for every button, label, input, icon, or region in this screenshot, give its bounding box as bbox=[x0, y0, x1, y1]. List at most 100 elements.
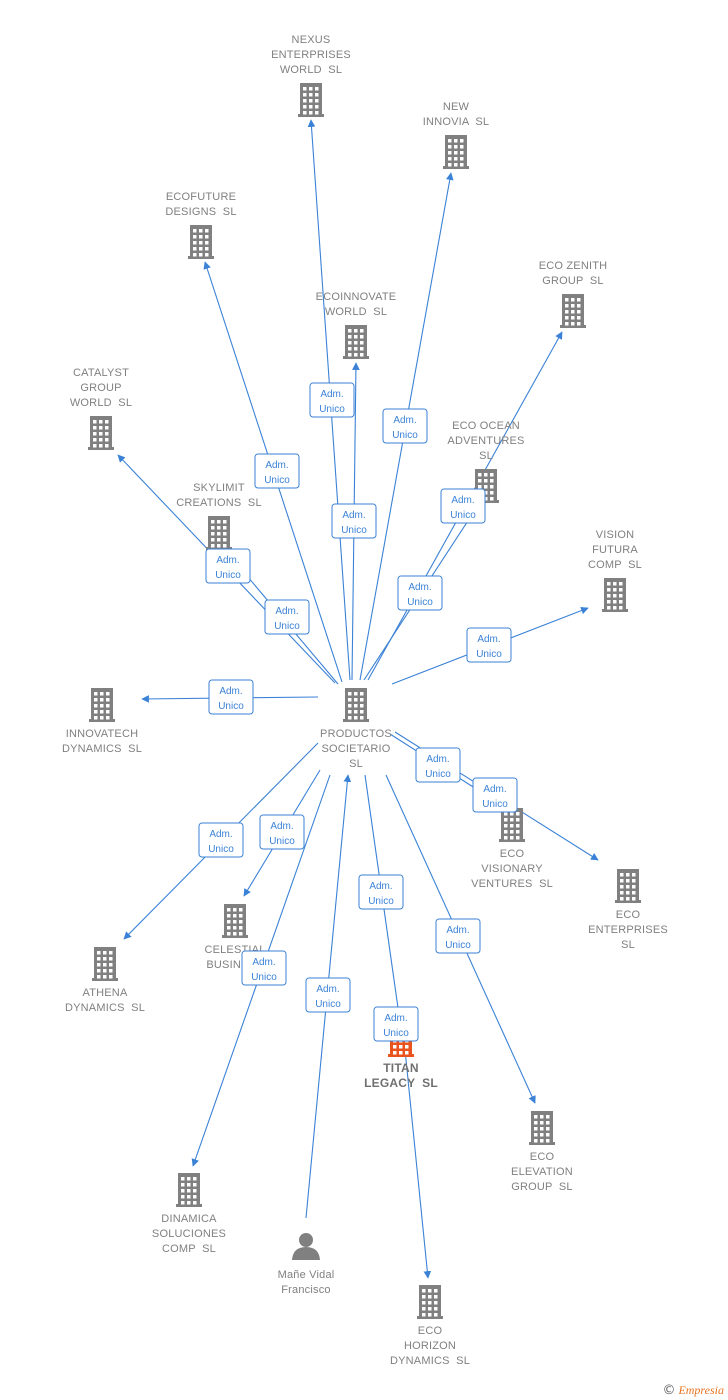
node-label: GROUP SL bbox=[511, 1181, 573, 1193]
edge-label-line: Adm. bbox=[369, 881, 392, 892]
edge-label-productos-ecofuture[interactable]: Adm.Unico bbox=[254, 453, 300, 489]
node-label: COMP SL bbox=[588, 559, 642, 571]
edge-label-productos-newinnovia[interactable]: Adm.Unico bbox=[382, 408, 428, 444]
building-icon bbox=[499, 808, 525, 842]
edge-label-line: Adm. bbox=[219, 686, 242, 697]
node-label: ENTERPRISES bbox=[271, 49, 351, 61]
edge-label-line: Adm. bbox=[477, 634, 500, 645]
node-label: DESIGNS SL bbox=[165, 206, 236, 218]
edge-label-productos-visionfutura[interactable]: Adm. Unico bbox=[466, 627, 512, 663]
edge-label-line: Unico bbox=[476, 649, 502, 660]
node-productos[interactable]: PRODUCTOS SOCIETARIO SL bbox=[320, 688, 392, 770]
building-icon bbox=[615, 869, 641, 903]
edge-label-line: Adm. bbox=[209, 829, 232, 840]
node-ecovisionary[interactable]: ECO VISIONARY VENTURES SL bbox=[471, 808, 553, 890]
edge-label-productos-ecoelevation[interactable]: Adm. Unico bbox=[435, 918, 481, 954]
building-icon bbox=[602, 578, 628, 612]
node-label: NEXUS bbox=[292, 34, 331, 46]
edge-label-line: Adm. bbox=[275, 606, 298, 617]
edge-label-line: Unico bbox=[341, 525, 367, 536]
node-label: ENTERPRISES bbox=[588, 924, 668, 936]
node-label: ECO bbox=[530, 1151, 555, 1163]
node-catalyst[interactable]: CATALYST GROUP WORLD SL bbox=[70, 367, 132, 450]
edge-label-line: Unico bbox=[269, 836, 295, 847]
node-label: ELEVATION bbox=[511, 1166, 573, 1178]
node-label: VISIONARY bbox=[481, 863, 543, 875]
edge-label-productos-ecoocean[interactable]: Adm.Unico bbox=[397, 575, 443, 611]
edge-label-line: Adm. bbox=[446, 925, 469, 936]
node-label: SOLUCIONES bbox=[152, 1228, 226, 1240]
node-label: GROUP bbox=[80, 382, 121, 394]
node-label: WORLD SL bbox=[70, 397, 132, 409]
edge-label-titan-ecohorizon[interactable]: Adm. Unico bbox=[373, 1006, 419, 1042]
node-label: ATHENA bbox=[82, 987, 127, 999]
node-ecofuture[interactable]: ECOFUTURE DESIGNS SL bbox=[165, 191, 236, 259]
edge-label-productos-celestial[interactable]: Adm.Unico bbox=[259, 814, 305, 850]
node-label: Mañe Vidal bbox=[278, 1269, 335, 1281]
node-label: SL bbox=[349, 758, 363, 770]
edge-label-productos-ecovisionary[interactable]: Adm. Unico bbox=[415, 747, 461, 783]
edge-label-line: Unico bbox=[392, 430, 418, 441]
edge-label-line: Adm. bbox=[426, 754, 449, 765]
brand-logo: Empresia bbox=[678, 1383, 724, 1397]
building-icon bbox=[222, 904, 248, 938]
edge-label-line: Unico bbox=[251, 972, 277, 983]
person-icon bbox=[292, 1233, 320, 1260]
node-label: DINAMICA bbox=[161, 1213, 217, 1225]
edge-label-productos-catalyst[interactable]: Adm.Unico bbox=[205, 548, 251, 584]
node-label: SOCIETARIO bbox=[321, 743, 390, 755]
node-ecoinnovate[interactable]: ECOINNOVATE WORLD SL bbox=[316, 291, 397, 359]
node-label: PRODUCTOS bbox=[320, 728, 392, 740]
edge-label-productos-ecoenterprises[interactable]: Adm.Unico bbox=[472, 777, 518, 813]
edge-label-line: Unico bbox=[383, 1028, 409, 1039]
edge-label-productos-ecoinnovate[interactable]: Adm.Unico bbox=[331, 503, 377, 539]
edge-label-productos-nexus[interactable]: Adm.Unico bbox=[309, 382, 355, 418]
node-label: ECO bbox=[418, 1325, 443, 1337]
node-label: LEGACY SL bbox=[364, 1076, 438, 1090]
node-label: ECO bbox=[616, 909, 641, 921]
building-icon bbox=[443, 135, 469, 169]
node-label: ECO bbox=[500, 848, 525, 860]
copyright-symbol: © bbox=[662, 1383, 676, 1398]
edge-label-line: Unico bbox=[445, 940, 471, 951]
node-ecoelevation[interactable]: ECO ELEVATION GROUP SL bbox=[511, 1111, 573, 1193]
node-label: ECOINNOVATE bbox=[316, 291, 397, 303]
node-label: CATALYST bbox=[73, 367, 129, 379]
edge-label-productos-innovatech[interactable]: Adm.Unico bbox=[208, 679, 254, 715]
edge-label-productos-skylimit[interactable]: Adm. Unico bbox=[264, 599, 310, 635]
edge-label-line: Adm. bbox=[384, 1013, 407, 1024]
node-label: FUTURA bbox=[592, 544, 638, 556]
edge-label-productos-athena[interactable]: Adm.Unico bbox=[198, 822, 244, 858]
building-icon bbox=[89, 688, 115, 722]
node-label: ECOFUTURE bbox=[166, 191, 236, 203]
node-label: VENTURES SL bbox=[471, 878, 553, 890]
edge-label-line: Adm. bbox=[320, 389, 343, 400]
building-icon bbox=[88, 416, 114, 450]
node-label: GROUP SL bbox=[542, 275, 604, 287]
edge-label-mane-productos[interactable]: Adm.Unico bbox=[305, 977, 351, 1013]
edge-label-line: Unico bbox=[407, 597, 433, 608]
edge-label-productos-titan[interactable]: Adm.Unico bbox=[358, 874, 404, 910]
edge-label-line: Unico bbox=[274, 621, 300, 632]
node-label: SKYLIMIT bbox=[193, 482, 245, 494]
edge-label-productos-ecozenith[interactable]: Adm.Unico bbox=[440, 488, 486, 524]
node-label: WORLD SL bbox=[325, 306, 387, 318]
node-label: DYNAMICS SL bbox=[390, 1355, 470, 1367]
building-icon bbox=[560, 294, 586, 328]
node-label: DYNAMICS SL bbox=[62, 743, 142, 755]
edge-label-productos-dinamica[interactable]: Adm.Unico bbox=[241, 950, 287, 986]
edge-label-line: Unico bbox=[425, 769, 451, 780]
building-icon bbox=[529, 1111, 555, 1145]
